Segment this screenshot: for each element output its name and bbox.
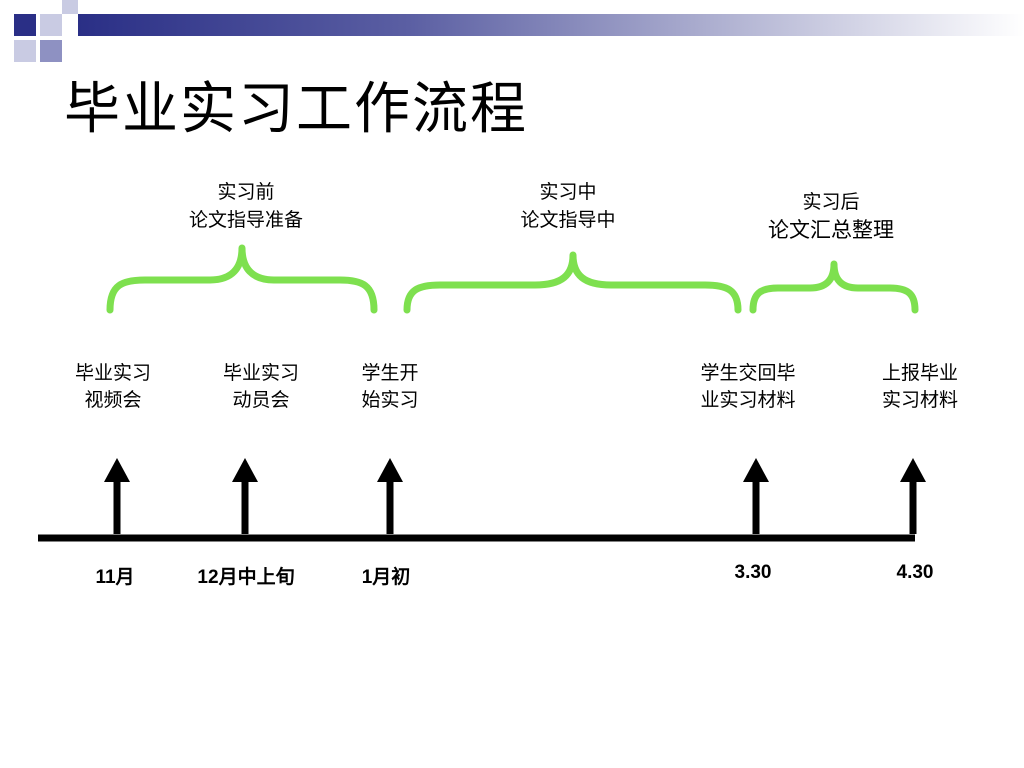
brace-after	[749, 260, 919, 314]
corner-square-light	[14, 40, 36, 62]
phase-label-line1: 实习中	[539, 181, 597, 203]
brace-during	[403, 251, 742, 314]
event-label-report-materials: 上报毕业 实习材料	[882, 360, 958, 414]
phase-label-before: 实习前 论文指导准备	[189, 178, 303, 234]
event-label-line1: 上报毕业	[881, 362, 959, 384]
corner-square-dark	[14, 14, 36, 36]
event-label-video-meeting: 毕业实习 视频会	[75, 360, 151, 414]
phase-label-line1: 实习前	[217, 181, 275, 203]
event-label-line2: 视频会	[84, 389, 142, 411]
date-label: 4.30	[896, 562, 934, 583]
event-label-submit-materials: 学生交回毕 业实习材料	[700, 360, 795, 414]
arrow-up-icon	[232, 458, 258, 534]
phase-label-line1: 实习后	[802, 191, 860, 213]
event-label-line1: 毕业实习	[222, 362, 300, 384]
brace-before	[106, 244, 378, 314]
date-label: 1月初	[361, 567, 411, 588]
event-label-line2: 始实习	[361, 389, 419, 411]
event-label-line1: 学生交回毕	[700, 362, 796, 384]
arrow-up-icon	[104, 458, 130, 534]
event-label-line1: 毕业实习	[74, 362, 152, 384]
arrow-up-icon	[743, 458, 769, 534]
event-label-line1: 学生开	[361, 362, 419, 384]
phase-label-line2: 论文指导准备	[188, 209, 304, 231]
header-gradient-band	[78, 14, 1024, 36]
arrow-up-icon	[900, 458, 926, 534]
phase-label-line2: 论文汇总整理	[768, 218, 894, 242]
corner-square-mid	[40, 40, 62, 62]
date-label: 11月	[95, 567, 135, 588]
phase-braces	[106, 244, 919, 314]
corner-square-light	[40, 14, 62, 36]
event-label-mobilization-meeting: 毕业实习 动员会	[223, 360, 299, 414]
event-label-line2: 业实习材料	[700, 389, 796, 411]
date-label: 3.30	[734, 562, 772, 583]
event-label-line2: 实习材料	[881, 389, 959, 411]
phase-label-line2: 论文指导中	[520, 209, 616, 231]
date-label: 12月中上旬	[197, 567, 295, 588]
arrow-up-icon	[377, 458, 403, 534]
corner-square-light	[62, 0, 78, 14]
phase-label-during: 实习中 论文指导中	[520, 178, 615, 234]
page-title: 毕业实习工作流程	[64, 77, 528, 142]
phase-label-after: 实习后 论文汇总整理	[768, 188, 894, 244]
event-label-line2: 动员会	[232, 389, 290, 411]
milestone-arrows	[104, 458, 926, 534]
event-label-start-internship: 学生开 始实习	[361, 360, 418, 414]
